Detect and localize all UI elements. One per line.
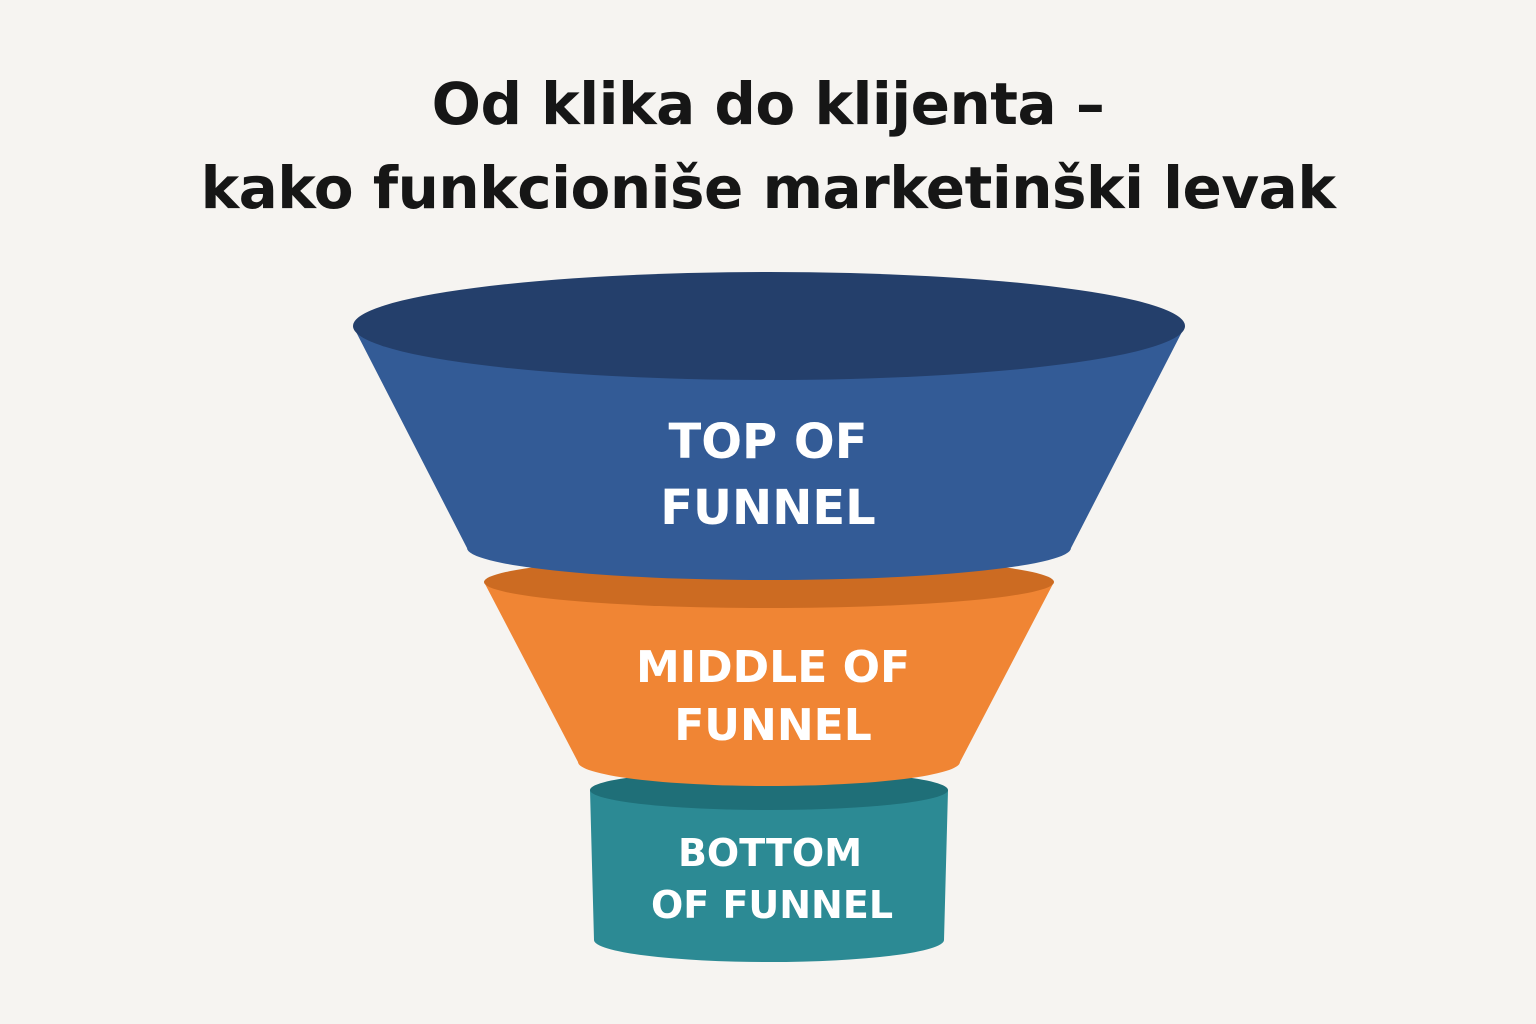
top-stage-label-line-1: TOP OF xyxy=(668,414,867,470)
bottom-stage-label-line-1: BOTTOM xyxy=(678,831,862,875)
middle-stage-label-line-2: FUNNEL xyxy=(674,700,872,751)
top-stage-label-line-2: FUNNEL xyxy=(660,480,875,536)
title-line-1: Od klika do klijenta – xyxy=(431,70,1105,138)
middle-stage-label-line-1: MIDDLE OF xyxy=(636,642,910,693)
title-line-2: kako funkcioniše marketinški levak xyxy=(200,154,1336,222)
bottom-stage-body xyxy=(590,790,948,962)
page-title: Od klika do klijenta – kako funkcioniše … xyxy=(0,62,1536,230)
funnel-stage-top: TOP OF FUNNEL xyxy=(353,272,1185,580)
top-stage-rim xyxy=(353,272,1185,380)
middle-stage-body xyxy=(484,582,1054,786)
funnel-stage-middle: MIDDLE OF FUNNEL xyxy=(484,556,1054,786)
top-stage-body xyxy=(353,326,1185,580)
bottom-stage-label-line-2: OF FUNNEL xyxy=(651,883,893,927)
funnel-stage-bottom: BOTTOM OF FUNNEL xyxy=(590,770,948,962)
